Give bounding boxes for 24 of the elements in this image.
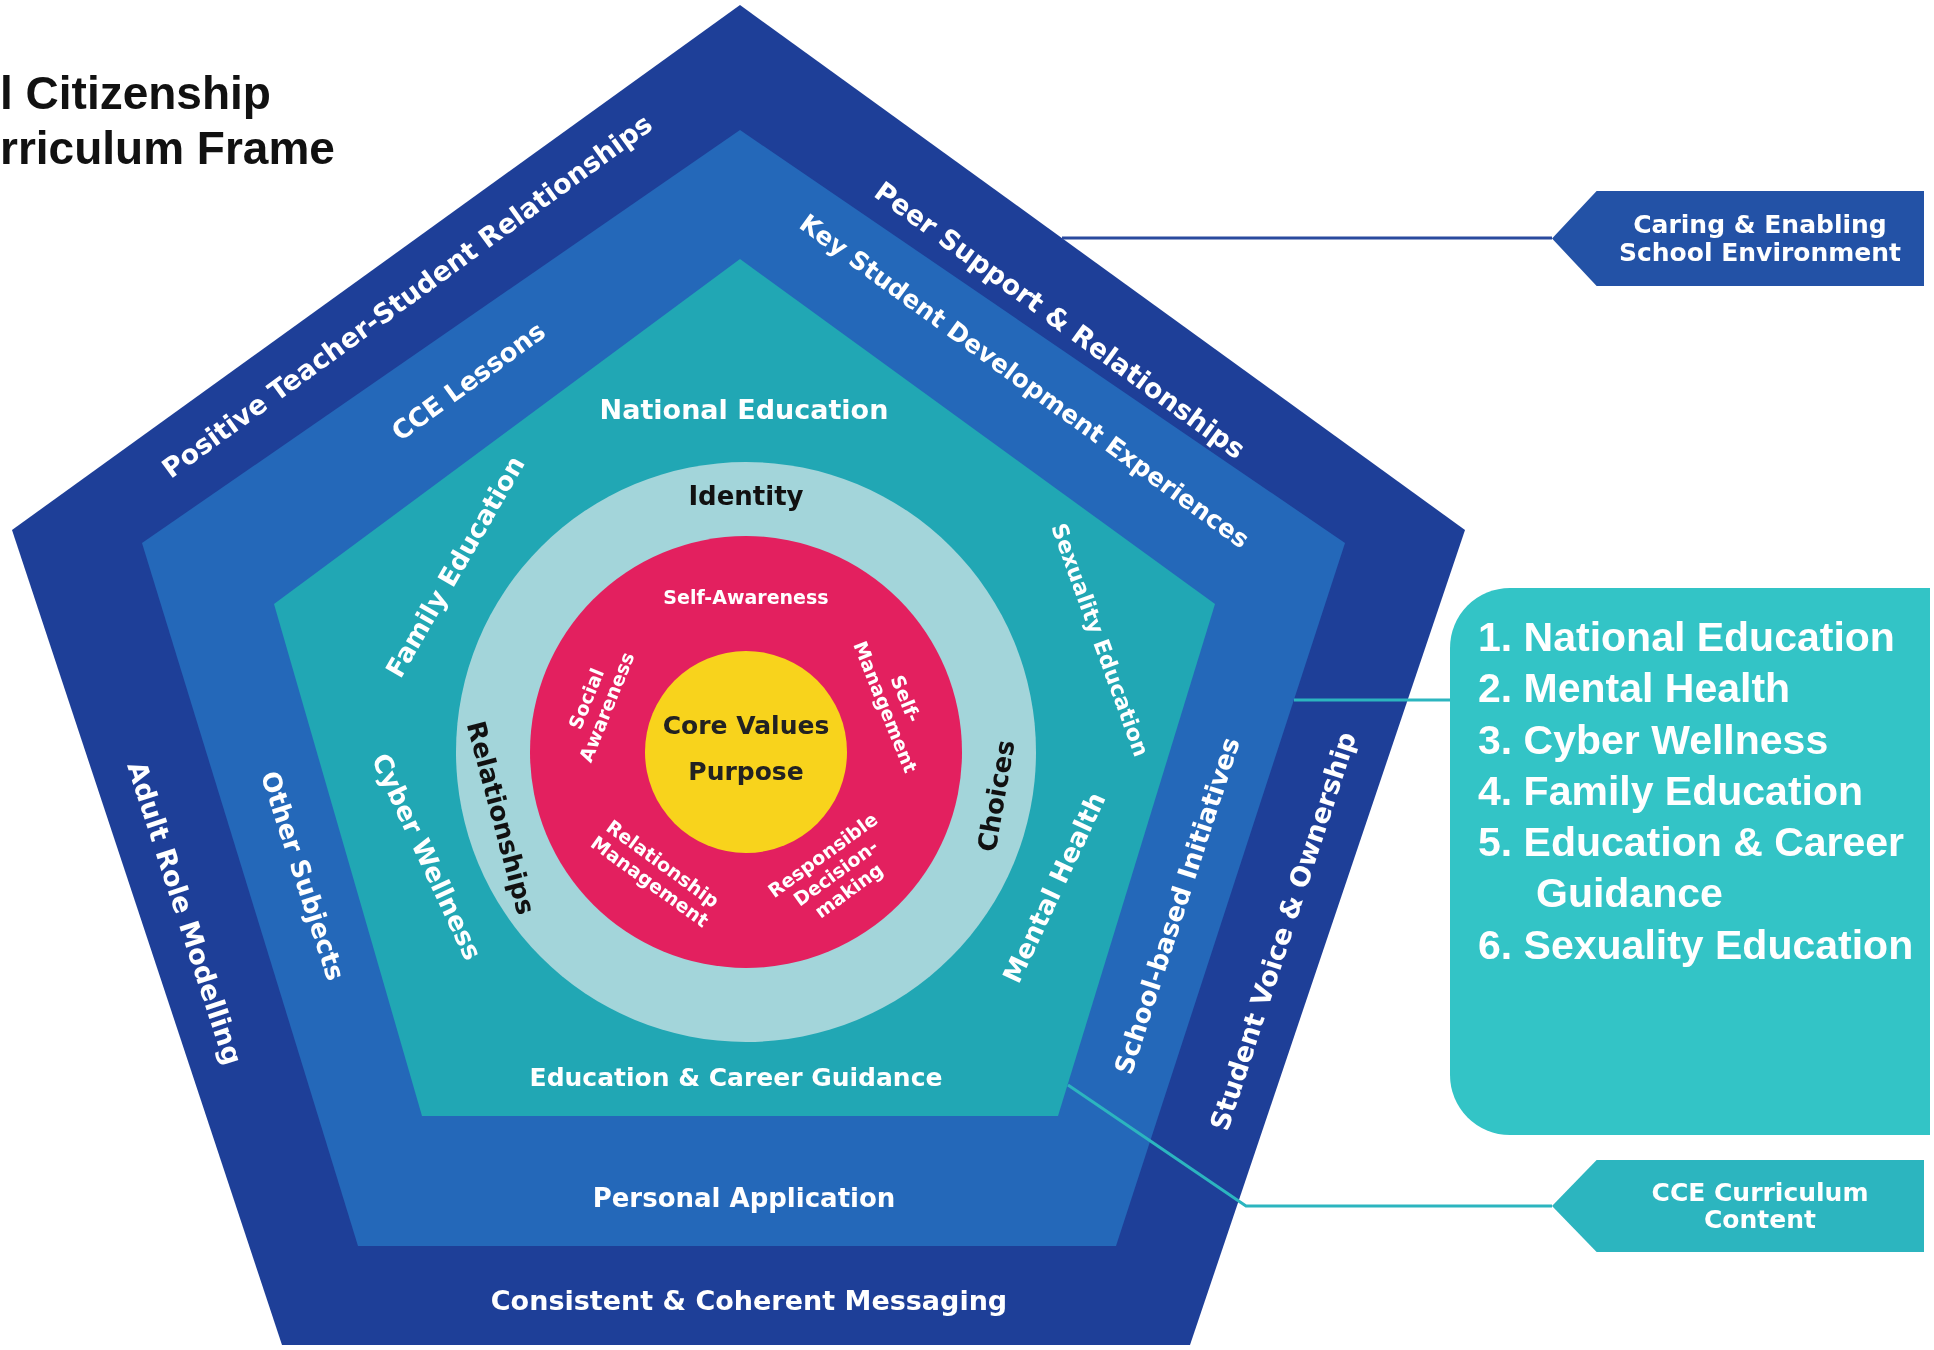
callout-label: CCE Curriculum Content	[1650, 1178, 1870, 1234]
callout-tag	[1552, 191, 1924, 286]
callout-label: Caring & Enabling School Environment	[1617, 211, 1902, 266]
list-panel	[1450, 588, 1930, 1135]
list-item: 2. Mental Health	[1478, 664, 1792, 714]
list-item: 1. National Education	[1478, 613, 1896, 662]
diagram-title: l Citizenship rriculum Frame	[0, 66, 336, 177]
layer-label: Core Values	[662, 711, 830, 741]
leader-line	[1067, 1083, 1552, 1208]
layer-label: Consistent & Coherent Messaging	[490, 1285, 1008, 1317]
list-item: 4. Family Education	[1478, 766, 1865, 816]
list-item: 3. Cyber Wellness	[1478, 715, 1830, 765]
list-item: 5. Education & Career Guidance	[1478, 818, 1906, 919]
callout-tag	[1552, 1160, 1924, 1252]
layer-label: Education & Career Guidance	[529, 1063, 943, 1093]
layer-label: Purpose	[688, 757, 804, 787]
layer-label: National Education	[599, 394, 889, 426]
layer-label: Self-Awareness	[663, 587, 829, 609]
layer-label: Choices	[972, 737, 1022, 855]
layer-label: Personal Application	[592, 1184, 896, 1214]
list-item: 6. Sexuality Education	[1478, 920, 1915, 970]
layer-label: Identity	[688, 482, 804, 512]
leader-line	[1062, 236, 1552, 240]
leader-line	[1294, 698, 1450, 702]
